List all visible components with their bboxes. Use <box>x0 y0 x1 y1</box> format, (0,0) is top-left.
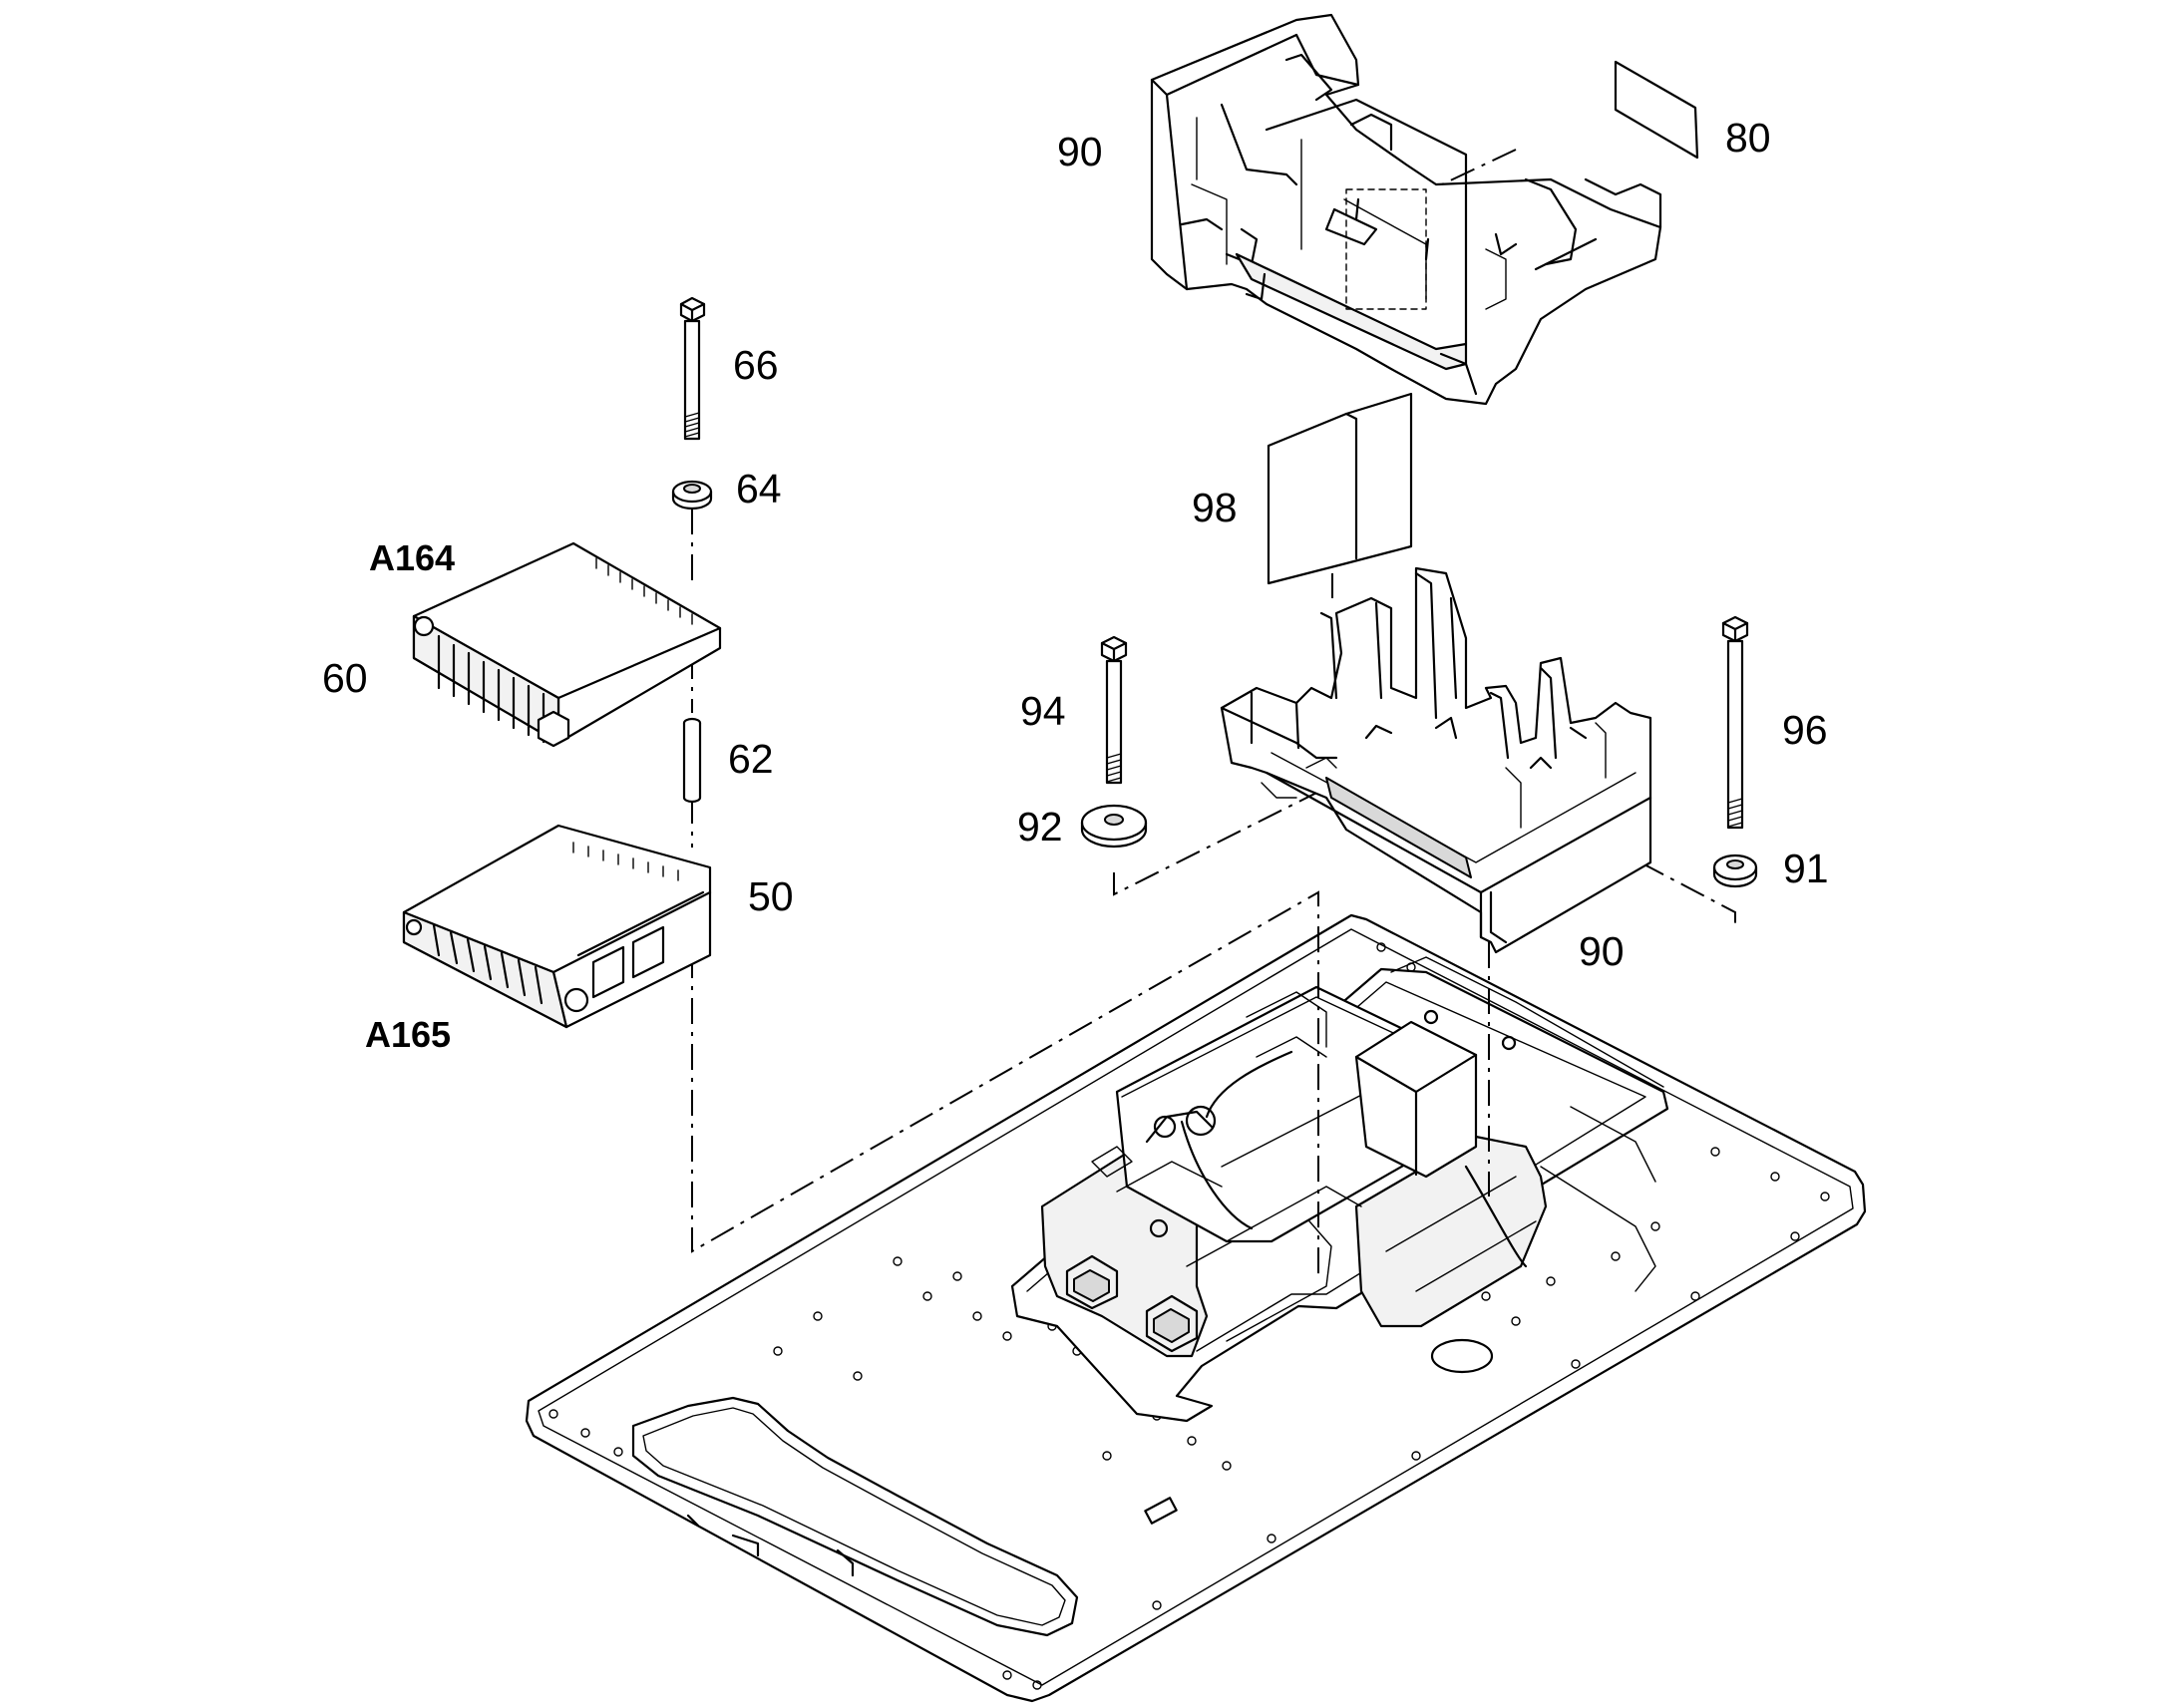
washer-64 <box>671 480 713 511</box>
callout-91: 91 <box>1783 846 1829 891</box>
bracket-top <box>1150 13 1662 406</box>
spacer-62 <box>682 717 702 804</box>
bracket-bottom <box>1220 566 1652 954</box>
control-module-60 <box>412 541 722 748</box>
callout-94: 94 <box>1020 688 1066 734</box>
washer-91 <box>1712 854 1758 888</box>
bolt-66 <box>679 296 706 441</box>
callout-92: 92 <box>1017 804 1063 850</box>
bolt-94 <box>1100 635 1128 785</box>
control-module-50 <box>402 824 712 1029</box>
callout-90-top: 90 <box>1057 129 1103 174</box>
callout-60: 60 <box>322 655 368 701</box>
bolt-96 <box>1721 615 1749 830</box>
label-plate <box>1614 60 1699 160</box>
callout-64: 64 <box>736 466 782 512</box>
callout-labels: 90 80 66 64 A164 60 98 62 94 96 50 92 91… <box>322 115 1829 1055</box>
callout-80: 80 <box>1725 115 1771 161</box>
callout-62: 62 <box>728 736 774 782</box>
callout-66: 66 <box>733 342 779 388</box>
callout-a165: A165 <box>365 1014 451 1055</box>
washer-92 <box>1080 804 1148 849</box>
callout-98: 98 <box>1192 485 1238 530</box>
base-assembly <box>1010 308 1669 1423</box>
callout-90-bottom: 90 <box>1579 928 1625 974</box>
pad <box>1267 392 1413 585</box>
callout-96: 96 <box>1782 707 1828 753</box>
callout-50: 50 <box>748 873 794 919</box>
callout-a164: A164 <box>369 537 455 578</box>
